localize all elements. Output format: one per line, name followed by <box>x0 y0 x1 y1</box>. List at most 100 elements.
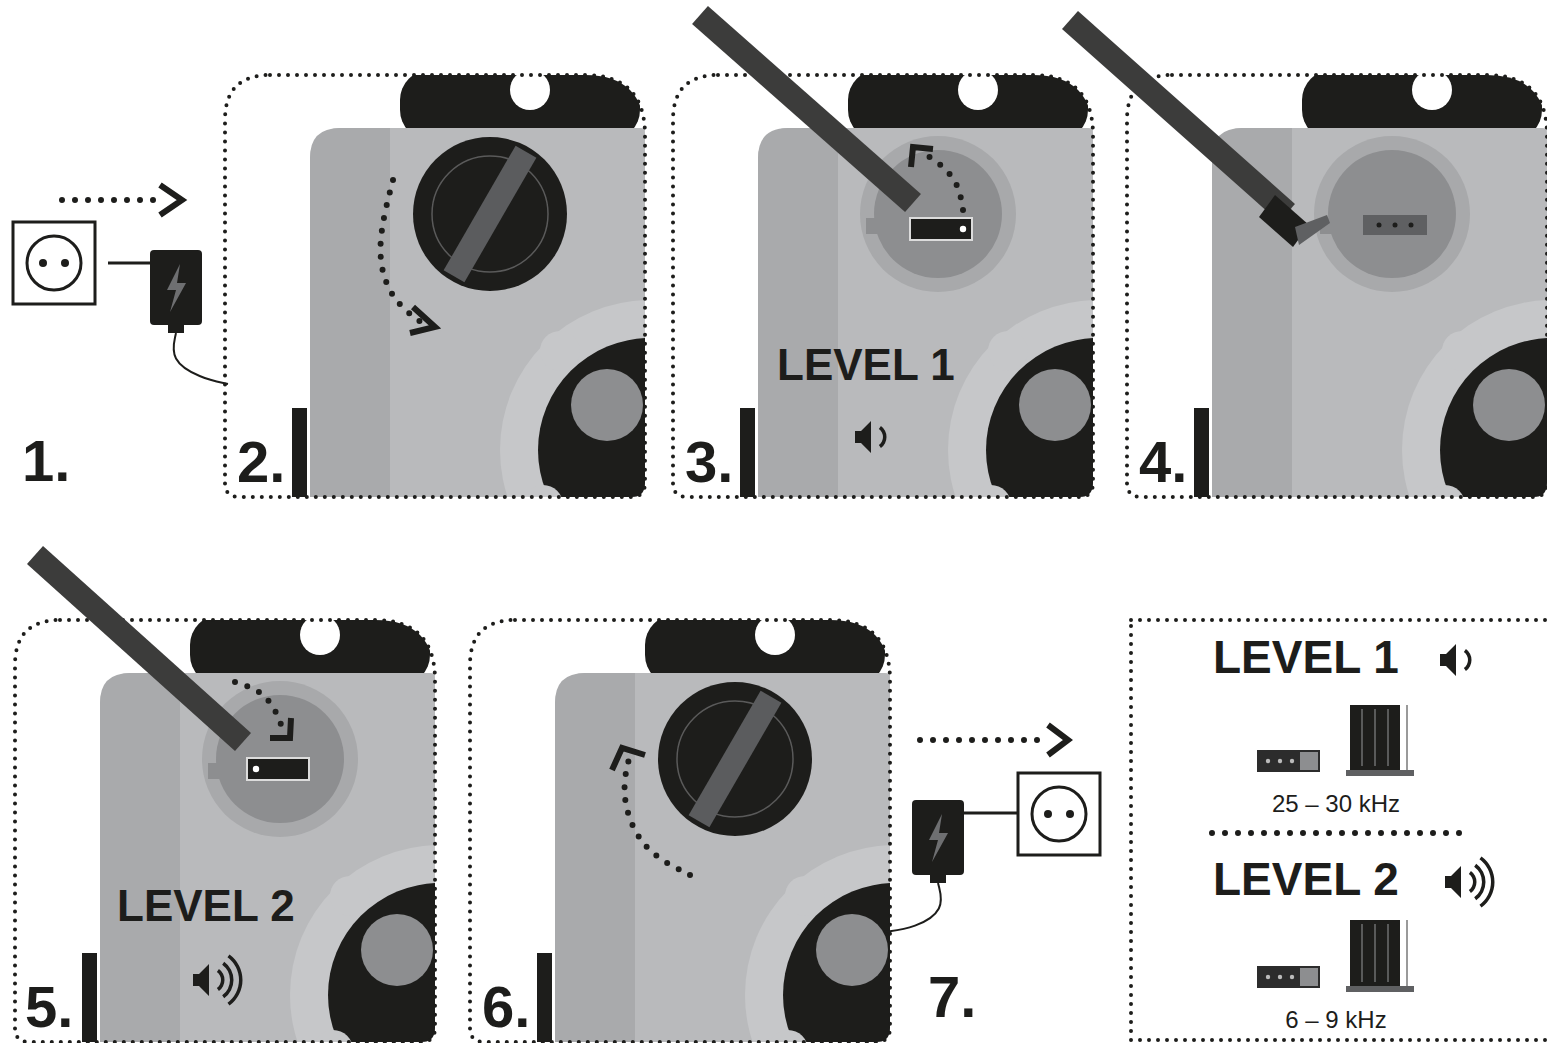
step-bar <box>537 953 552 1043</box>
step-panel <box>15 555 590 1043</box>
level-label: LEVEL 1 <box>1213 634 1399 680</box>
tweezers-tool <box>1070 20 1287 213</box>
text-slot: LEVEL 1 <box>777 343 955 387</box>
wheel-band <box>500 300 800 600</box>
text-slot: 6 – 9 kHz <box>1226 1008 1446 1032</box>
jumper-position <box>1257 920 1414 992</box>
step-panel <box>470 615 1045 1043</box>
wheel <box>1440 338 1547 562</box>
text-slot: 3. <box>685 433 733 491</box>
text-slot: 7. <box>928 968 976 1026</box>
jumper-position <box>1257 705 1414 776</box>
legend-box: LEVEL 1 25 – 30 kHzLEVEL 2 6 – 9 kHz <box>1131 620 1547 1040</box>
arrow-head <box>1048 725 1068 755</box>
step-number: 1. <box>22 432 70 490</box>
text-slot: LEVEL 1 <box>1213 634 1399 680</box>
text-slot: LEVEL 2 <box>117 884 295 928</box>
power-adapter <box>108 250 228 384</box>
wall-socket <box>1018 773 1100 855</box>
dotted-arrow <box>235 682 283 730</box>
step-bar <box>740 408 755 503</box>
text-slot: 2. <box>237 433 285 491</box>
knob-recess <box>860 136 1016 292</box>
dotted-arrow <box>926 155 963 210</box>
step-number: 2. <box>237 433 285 491</box>
wheel-hub <box>571 369 643 441</box>
wheel-band <box>290 845 590 1043</box>
text-slot: 6. <box>482 978 530 1036</box>
recess-tab <box>208 763 222 779</box>
panel-outline <box>470 620 890 1042</box>
panel-outline <box>673 75 1093 497</box>
wheel-band <box>1402 300 1547 600</box>
step-bar <box>82 953 97 1043</box>
frequency-range: 6 – 9 kHz <box>1285 1008 1386 1032</box>
recess-tab <box>866 218 880 234</box>
frequency-range: 25 – 30 kHz <box>1272 792 1400 816</box>
step-number: 3. <box>685 433 733 491</box>
wheel-hub <box>1473 369 1545 441</box>
recess-floor <box>1328 150 1456 278</box>
panel-outline <box>225 75 645 497</box>
dotted-arrow <box>380 180 425 325</box>
legend-box <box>1131 620 1547 1040</box>
step-panel: 5. LEVEL 2 <box>15 620 435 1042</box>
panel-outline <box>15 620 435 1042</box>
cap-slot <box>689 691 782 828</box>
wall-socket <box>13 222 95 304</box>
wheel <box>986 338 1210 562</box>
wheel-hub <box>816 914 888 986</box>
wheel <box>538 338 762 562</box>
recess-floor <box>874 150 1002 278</box>
text-slot: LEVEL 2 <box>1213 856 1399 902</box>
knob-recess <box>202 681 358 837</box>
jumper <box>1363 215 1427 235</box>
wheel-hub <box>1019 369 1091 441</box>
step-panel: 4. <box>1127 75 1547 497</box>
speaker-icon <box>1440 644 1472 676</box>
arrow-head <box>911 147 933 167</box>
wheel-band <box>745 845 1045 1043</box>
level-label: LEVEL 1 <box>777 343 955 387</box>
power-adapter <box>885 800 1018 932</box>
tweezers-tool <box>35 555 243 742</box>
arrow-head <box>612 748 645 770</box>
arrow-head <box>160 185 182 215</box>
step-number: 7. <box>928 968 976 1026</box>
step-panel <box>1070 20 1547 600</box>
cap-slot <box>444 146 537 283</box>
recess-floor <box>216 695 344 823</box>
dotted-arrow <box>625 755 690 875</box>
text-slot: 1. <box>22 432 70 490</box>
speaker-icon <box>193 955 242 1006</box>
step-number: 6. <box>482 978 530 1036</box>
knob-recess <box>1314 136 1470 292</box>
step-number: 4. <box>1139 433 1187 491</box>
jumper <box>247 758 309 780</box>
step-bar <box>1194 408 1209 503</box>
step-panel <box>225 70 800 600</box>
wheel-band <box>948 300 1248 600</box>
dotted-arrow <box>62 197 165 203</box>
jumper <box>910 218 972 240</box>
level-label: LEVEL 2 <box>1213 856 1399 902</box>
step-panel: 3. LEVEL 1 <box>673 75 1093 497</box>
dotted-arrow <box>920 737 1050 743</box>
step-panel: 2. <box>225 75 645 497</box>
wheel-hub <box>361 914 433 986</box>
tweezers-tool <box>700 15 913 203</box>
step-bar <box>292 408 307 503</box>
arrow-head <box>270 718 291 738</box>
step-number: 5. <box>25 978 73 1036</box>
step-panel: 6. <box>470 620 890 1042</box>
arrow-head <box>410 307 435 333</box>
text-slot: 25 – 30 kHz <box>1226 792 1446 816</box>
rotary-cap <box>413 137 567 291</box>
text-slot: 4. <box>1139 433 1187 491</box>
rotary-cap <box>658 682 812 836</box>
level-label: LEVEL 2 <box>117 884 295 928</box>
text-slot: 5. <box>25 978 73 1036</box>
speaker-icon <box>1445 857 1494 908</box>
legend-separator <box>1212 830 1462 836</box>
speaker-icon <box>855 421 887 453</box>
